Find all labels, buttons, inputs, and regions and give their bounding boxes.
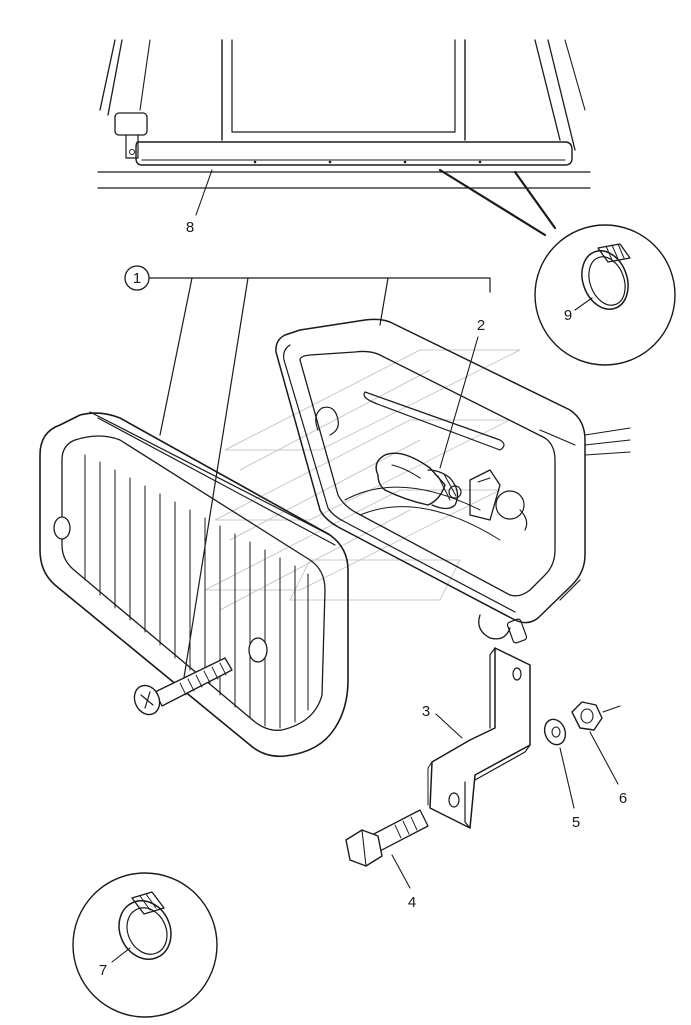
- callout-6: 6: [589, 731, 627, 807]
- hose-clamp-7: [118, 891, 172, 960]
- callout-9-label: 9: [564, 307, 572, 324]
- hex-bolt: [345, 809, 429, 867]
- detail-circle-9: 9: [534, 224, 676, 366]
- lamp-housing: [275, 318, 631, 644]
- callout-2-label: 2: [477, 317, 485, 334]
- callout-4: 4: [391, 854, 416, 911]
- callout-1: 1: [124, 265, 491, 691]
- callout-6-label: 6: [619, 790, 627, 807]
- lens-screw: [133, 657, 233, 716]
- hose-clamp-9: [581, 243, 631, 310]
- washer: [543, 718, 567, 746]
- cab-roof-section: [97, 39, 591, 237]
- bulb: [375, 452, 501, 521]
- callout-2: 2: [439, 317, 485, 469]
- mounting-bracket: [427, 647, 531, 829]
- callout-3-label: 3: [422, 703, 430, 720]
- callout-4-label: 4: [408, 894, 416, 911]
- hex-nut: [571, 701, 621, 731]
- callout-1-label: 1: [133, 270, 141, 287]
- callout-3: 3: [422, 703, 463, 739]
- lamp-lens: [39, 411, 349, 758]
- watermark-logo: [204, 349, 521, 611]
- callout-5-label: 5: [572, 814, 580, 831]
- callout-5: 5: [559, 747, 580, 831]
- callout-7-label: 7: [99, 962, 107, 979]
- callout-8: 8: [186, 169, 213, 236]
- detail-circle-7: 7: [72, 872, 218, 1018]
- callout-8-label: 8: [186, 219, 194, 236]
